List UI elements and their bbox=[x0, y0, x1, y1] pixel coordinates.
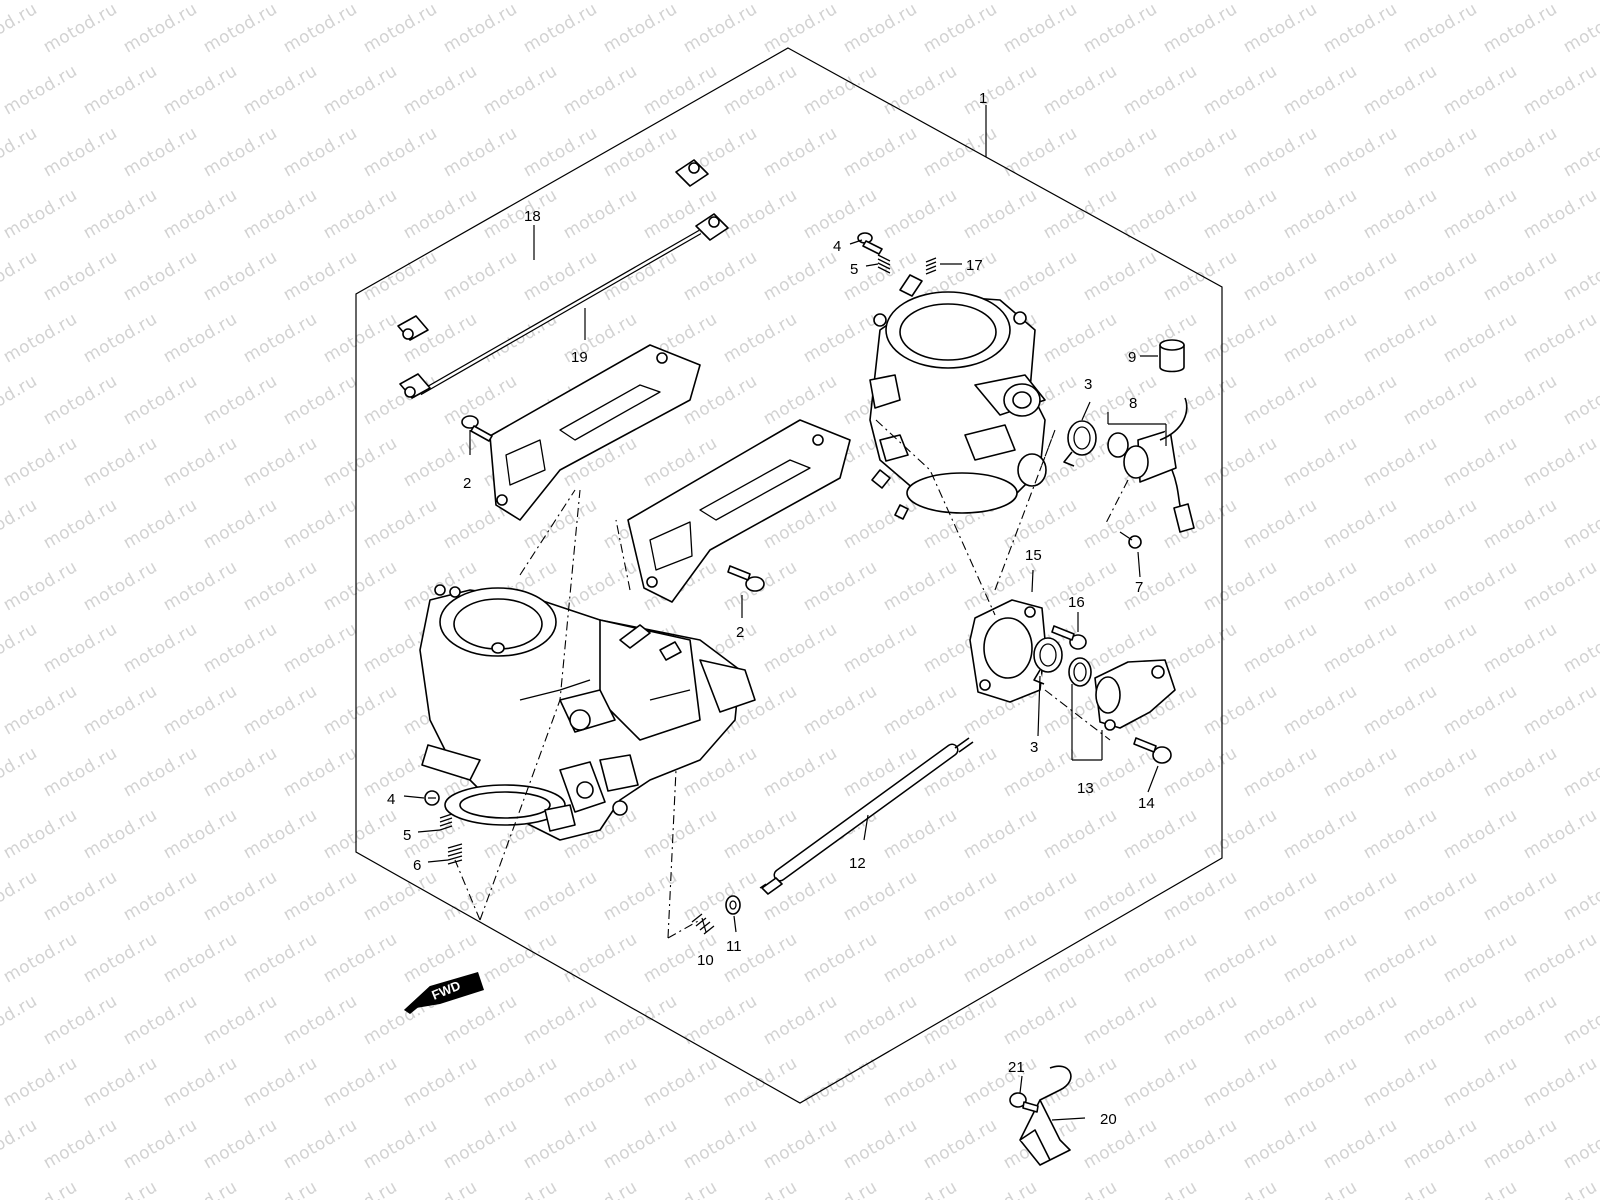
spring-10 bbox=[691, 913, 715, 935]
rod-18 bbox=[397, 159, 709, 341]
label-6: 6 bbox=[413, 857, 421, 874]
assembly-outline bbox=[355, 47, 1223, 1104]
part-labels: 1 18 19 2 2 4 5 17 9 3 8 7 15 16 3 13 14… bbox=[387, 90, 1155, 1128]
spring-17 bbox=[925, 257, 937, 275]
label-14: 14 bbox=[1138, 795, 1155, 812]
pipe-12 bbox=[759, 737, 974, 895]
clamp-20 bbox=[1019, 1065, 1072, 1166]
label-10: 10 bbox=[697, 952, 714, 969]
screw-4-lower bbox=[424, 790, 440, 806]
rod-19 bbox=[399, 213, 729, 399]
spring-5-lower bbox=[439, 813, 453, 831]
label-20: 20 bbox=[1100, 1111, 1117, 1128]
o-ring-13 bbox=[1068, 657, 1092, 687]
bracket-upper bbox=[489, 344, 701, 521]
label-16: 16 bbox=[1068, 594, 1085, 611]
label-8: 8 bbox=[1129, 395, 1137, 412]
bolt-21 bbox=[1009, 1092, 1039, 1113]
bracket-lower bbox=[627, 419, 851, 603]
screw-2-lower bbox=[727, 565, 765, 592]
label-3-lower: 3 bbox=[1030, 739, 1038, 756]
label-19: 19 bbox=[571, 349, 588, 366]
alignment-lines bbox=[454, 419, 1129, 939]
sensor-8 bbox=[1107, 397, 1195, 533]
fwd-arrow-icon: FWD bbox=[404, 972, 484, 1014]
leader-lines bbox=[403, 105, 1167, 1121]
label-4-upper: 4 bbox=[833, 238, 841, 255]
label-13: 13 bbox=[1077, 780, 1094, 797]
clip-3-lower bbox=[1033, 637, 1063, 685]
label-1: 1 bbox=[979, 90, 987, 107]
label-18: 18 bbox=[524, 208, 541, 225]
screw-4-upper bbox=[857, 232, 883, 255]
label-11: 11 bbox=[726, 938, 742, 955]
label-5-upper: 5 bbox=[850, 261, 858, 278]
spring-6 bbox=[447, 843, 463, 865]
screw-2-upper bbox=[461, 415, 493, 442]
screw-14 bbox=[1133, 737, 1172, 764]
label-21: 21 bbox=[1008, 1059, 1025, 1076]
cap-9 bbox=[1159, 339, 1185, 373]
label-3-upper: 3 bbox=[1084, 376, 1092, 393]
label-2-upper: 2 bbox=[463, 475, 471, 492]
throttle-body-upper bbox=[869, 274, 1047, 520]
gasket-15 bbox=[969, 599, 1046, 703]
label-12: 12 bbox=[849, 855, 866, 872]
clip-3-upper bbox=[1063, 420, 1097, 467]
label-9: 9 bbox=[1128, 349, 1136, 366]
throttle-body-lower bbox=[419, 584, 756, 841]
label-17: 17 bbox=[966, 257, 983, 274]
label-2-lower: 2 bbox=[736, 624, 744, 641]
label-4-lower: 4 bbox=[387, 791, 395, 808]
label-5-lower: 5 bbox=[403, 827, 411, 844]
washer-11 bbox=[725, 895, 741, 915]
label-15: 15 bbox=[1025, 547, 1042, 564]
spring-5-upper bbox=[877, 254, 891, 274]
screw-16 bbox=[1051, 625, 1087, 650]
screw-7 bbox=[1119, 531, 1142, 549]
label-7: 7 bbox=[1135, 579, 1143, 596]
sensor-13 bbox=[1094, 659, 1176, 731]
